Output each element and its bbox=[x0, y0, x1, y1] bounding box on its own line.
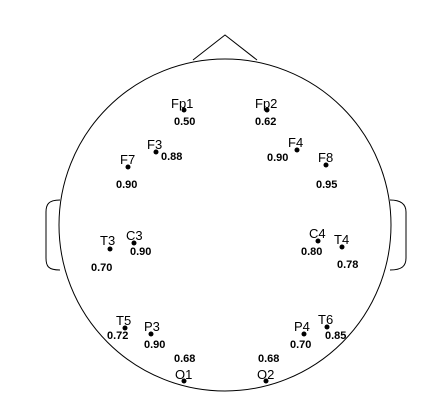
electrode-label: T4 bbox=[334, 232, 349, 247]
electrode-value: 0.80 bbox=[301, 246, 322, 258]
electrode-f7: F7 0.90 bbox=[116, 152, 137, 191]
electrode-dot bbox=[181, 107, 187, 113]
electrode-value: 0.88 bbox=[161, 151, 182, 163]
right-ear bbox=[389, 199, 407, 271]
electrode-dot bbox=[181, 378, 187, 384]
electrode-dot bbox=[264, 107, 270, 113]
electrode-value: 0.68 bbox=[258, 353, 279, 365]
electrode-dot bbox=[148, 331, 154, 337]
electrode-label: F4 bbox=[288, 135, 303, 150]
electrode-dot bbox=[315, 238, 321, 244]
electrode-dot bbox=[122, 325, 128, 331]
electrode-dot bbox=[131, 240, 137, 246]
electrode-label: P4 bbox=[294, 319, 310, 334]
electrode-label: O1 bbox=[175, 367, 192, 382]
electrode-dot bbox=[294, 147, 300, 153]
electrode-fp1: Fp1 0.50 bbox=[171, 96, 195, 128]
electrode-f4: F4 0.90 bbox=[267, 135, 303, 164]
electrode-dot bbox=[263, 378, 269, 384]
electrode-dot bbox=[339, 244, 345, 250]
electrode-label: P3 bbox=[144, 319, 160, 334]
electrode-o2: O2 0.68 bbox=[257, 353, 279, 384]
electrode-value: 0.90 bbox=[116, 179, 137, 191]
electrode-t4: T4 0.78 bbox=[334, 232, 358, 271]
head-outline bbox=[58, 58, 392, 392]
electrode-p4: P4 0.70 bbox=[290, 319, 311, 351]
electrode-fp2: Fp2 0.62 bbox=[255, 96, 277, 128]
electrode-value: 0.62 bbox=[255, 116, 276, 128]
electrode-value: 0.78 bbox=[337, 259, 358, 271]
electrode-p3: P3 0.90 bbox=[144, 319, 165, 351]
electrode-dot bbox=[323, 162, 329, 168]
electrode-f8: F8 0.95 bbox=[316, 150, 337, 191]
electrode-value: 0.72 bbox=[107, 330, 128, 342]
electrode-value: 0.95 bbox=[316, 179, 337, 191]
nose bbox=[192, 34, 258, 61]
electrode-value: 0.90 bbox=[130, 246, 151, 258]
electrode-c4: C4 0.80 bbox=[301, 226, 326, 258]
electrode-value: 0.68 bbox=[174, 353, 195, 365]
electrode-f3: F3 0.88 bbox=[147, 137, 182, 163]
electrode-o1: O1 0.68 bbox=[174, 353, 195, 384]
electrode-value: 0.90 bbox=[267, 152, 288, 164]
electrode-dot bbox=[125, 164, 131, 170]
electrode-label: T6 bbox=[318, 312, 333, 327]
electrode-value: 0.70 bbox=[91, 262, 112, 274]
electrode-label: F7 bbox=[120, 152, 135, 167]
left-ear bbox=[45, 199, 61, 271]
electrode-label: C4 bbox=[309, 226, 326, 241]
electrode-label: T5 bbox=[116, 313, 131, 328]
electrode-label: Fp2 bbox=[255, 96, 277, 111]
electrode-label: O2 bbox=[257, 367, 274, 382]
electrode-label: F3 bbox=[147, 137, 162, 152]
electrode-value: 0.85 bbox=[325, 330, 346, 342]
electrode-value: 0.90 bbox=[144, 339, 165, 351]
electrode-dot bbox=[107, 246, 113, 252]
electrode-dot bbox=[153, 149, 159, 155]
electrode-c3: C3 0.90 bbox=[126, 228, 151, 258]
electrode-dot bbox=[301, 331, 307, 337]
electrode-value: 0.70 bbox=[290, 339, 311, 351]
electrode-label: C3 bbox=[126, 228, 143, 243]
electrode-t6: T6 0.85 bbox=[318, 312, 346, 342]
electrode-t5: T5 0.72 bbox=[107, 313, 131, 342]
electrode-dot bbox=[324, 324, 330, 330]
electrode-label: F8 bbox=[318, 150, 333, 165]
electrode-value: 0.50 bbox=[174, 116, 195, 128]
electrode-t3: T3 0.70 bbox=[91, 233, 115, 274]
electrode-label: T3 bbox=[100, 233, 115, 248]
electrode-label: Fp1 bbox=[171, 96, 193, 111]
